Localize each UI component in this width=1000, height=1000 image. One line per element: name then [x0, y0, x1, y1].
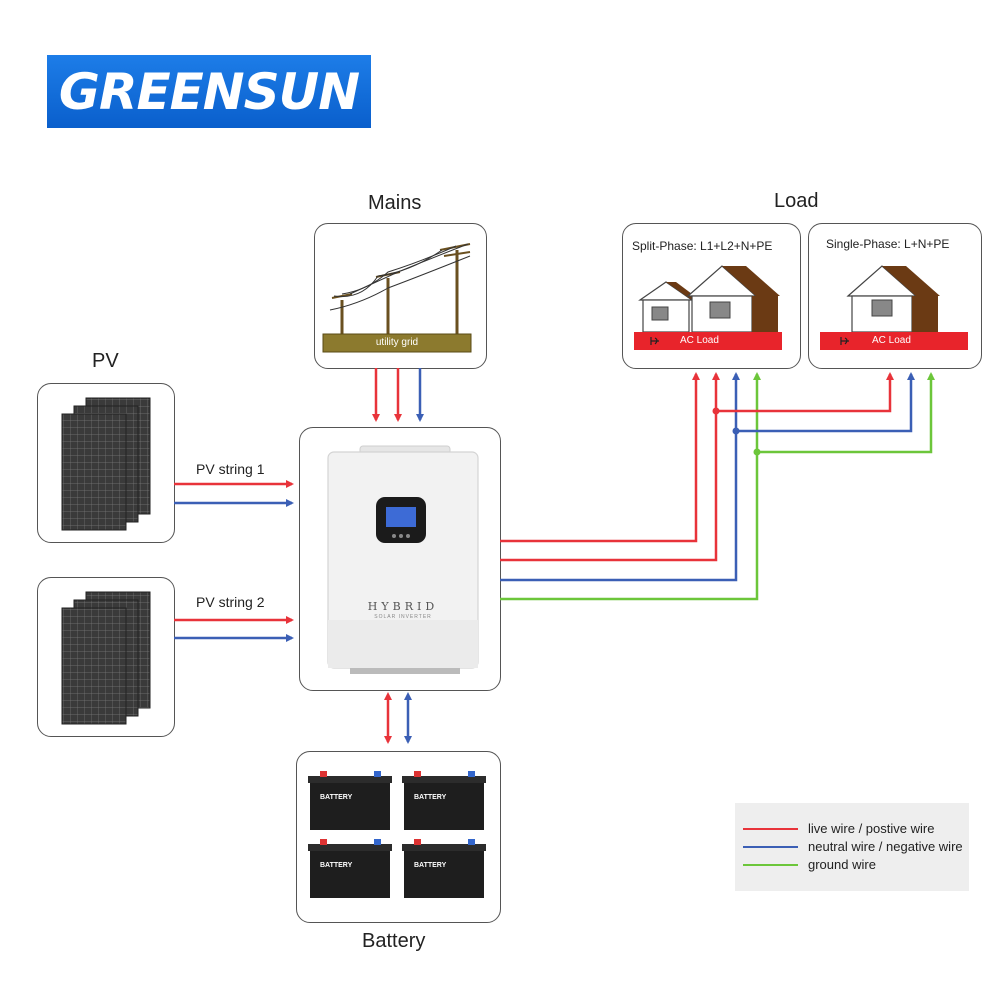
pv-title: PV: [92, 350, 119, 372]
battery-title: Battery: [362, 930, 426, 952]
split-phase-label: Split-Phase: L1+L2+N+PE: [632, 239, 773, 253]
battery-bank-icon: [308, 771, 486, 898]
wire-junctions: [712, 407, 761, 456]
pv-string-1-label: PV string 1: [196, 461, 265, 477]
battery-wires: [384, 692, 412, 744]
battery-label: BATTERY: [414, 794, 447, 801]
split-phase-ac-load-label: AC Load: [680, 335, 719, 346]
brand-name: GREENSUN: [58, 62, 360, 121]
battery-label: BATTERY: [320, 862, 353, 869]
legend-swatch: [743, 845, 798, 848]
single-phase-label: Single-Phase: L+N+PE: [826, 237, 950, 251]
single-phase-house-icon: [846, 265, 940, 333]
mains-title: Mains: [368, 192, 422, 214]
legend-swatch: [743, 863, 798, 866]
inverter-sub-text: SOLAR INVERTER: [374, 614, 432, 620]
mains-wires: [372, 368, 424, 422]
legend-swatch: [743, 827, 798, 830]
single-phase-ac-load-label: AC Load: [872, 335, 911, 346]
split-phase-houses-icon: [638, 265, 780, 333]
legend-item-ground: ground wire: [743, 857, 876, 872]
ac-plug-icon: [650, 337, 659, 345]
pv-wires: [174, 480, 294, 642]
single-phase-ac-bar: [820, 332, 968, 350]
legend-label: neutral wire / negative wire: [808, 839, 963, 854]
utility-grid-label: utility grid: [375, 337, 419, 348]
solar-panels-icon: [61, 397, 151, 531]
legend-label: live wire / postive wire: [808, 821, 935, 836]
inverter-brand-text: HYBRID: [367, 600, 439, 613]
load-wires: [500, 372, 935, 601]
wire-legend: live wire / postive wire neutral wire / …: [735, 803, 969, 891]
pv-string-2-label: PV string 2: [196, 594, 265, 610]
load-title: Load: [774, 190, 819, 212]
legend-item-live: live wire / postive wire: [743, 821, 934, 836]
battery-label: BATTERY: [414, 862, 447, 869]
brand-logo: GREENSUN: [47, 55, 371, 128]
hybrid-inverter-icon: [327, 445, 479, 674]
split-phase-ac-bar: [634, 332, 782, 350]
utility-poles-icon: [322, 243, 472, 353]
legend-label: ground wire: [808, 857, 876, 872]
legend-item-neutral: neutral wire / negative wire: [743, 839, 963, 854]
solar-panels-icon: [61, 591, 151, 725]
ac-plug-icon: [840, 337, 849, 345]
battery-label: BATTERY: [320, 794, 353, 801]
